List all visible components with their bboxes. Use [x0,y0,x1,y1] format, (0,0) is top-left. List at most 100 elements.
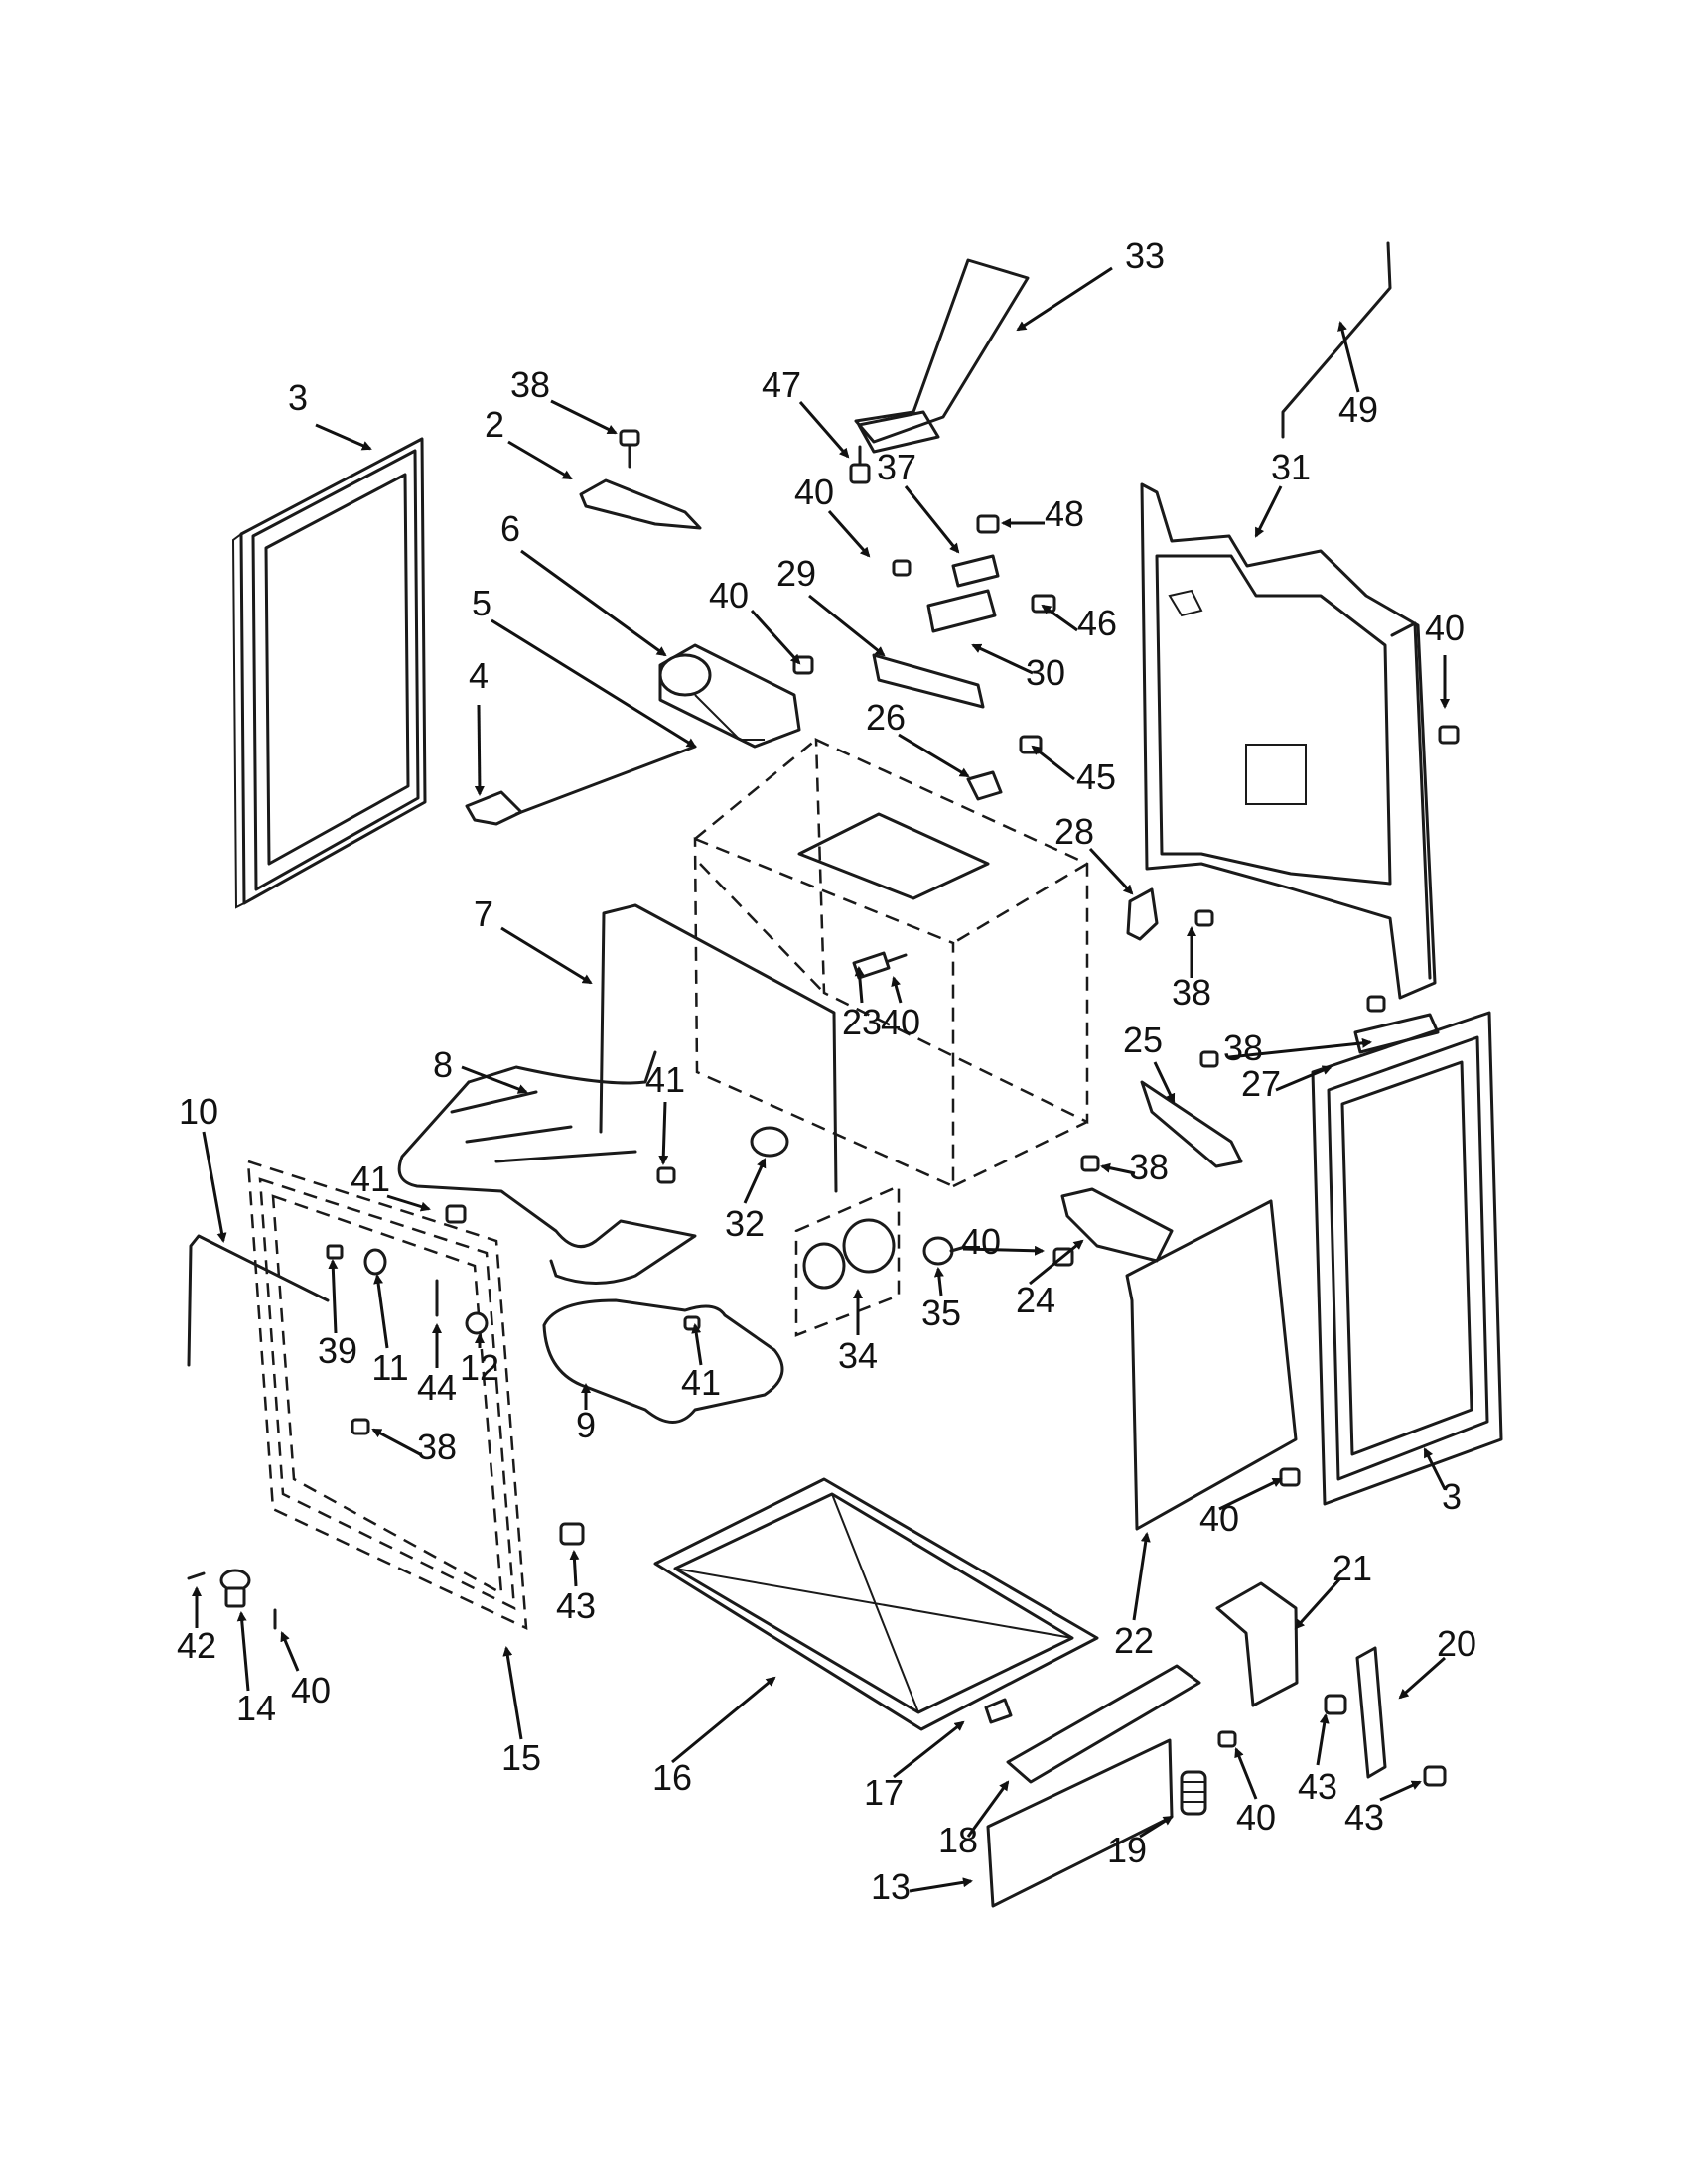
screw-drawing [619,429,640,469]
element-7-drawing [599,903,838,1193]
oven-cavity-drawing [693,738,1089,1188]
leader-arrow [671,1676,776,1764]
callout-label: 18 [938,1820,978,1860]
screw-39-drawing [326,1244,344,1260]
drawer-pan-drawing [653,1477,1099,1731]
bracket-24-drawing [1060,1187,1174,1263]
callout-label: 15 [501,1737,541,1778]
bulb-drawing [922,1236,967,1266]
leader-arrow [1016,266,1113,332]
callout-label: 34 [838,1335,878,1376]
leader-arrow [1254,485,1283,538]
screw-41c-drawing [683,1315,701,1331]
screw-38-upper-right-drawing [1194,909,1214,927]
knob-drawing [750,1126,789,1158]
leader-arrow [1398,1656,1446,1700]
leader-arrow [491,618,697,749]
bracket-drawing [579,478,702,530]
screw-38-27-drawing [1366,995,1386,1013]
leader-arrow [1316,1713,1330,1766]
screw-38-25-drawing [1199,1050,1219,1068]
leader-arrow [461,1065,528,1094]
callout-label: 4 [469,655,489,696]
left-side-panel-drawing [231,437,427,909]
callout-label: 14 [236,1688,276,1728]
leader-arrow [1031,745,1075,781]
callout-label: 10 [179,1091,218,1132]
kickplate-drawing [986,1738,1174,1908]
leader-arrow [854,966,865,1004]
leader-arrow [1088,847,1134,895]
callout-label: 40 [881,1002,920,1042]
callout-label: 3 [288,377,308,418]
bracket-28-drawing [1126,887,1159,941]
callout-label: 9 [576,1405,596,1445]
vent-duct-drawing [854,258,1030,444]
leader-arrow [202,1131,227,1243]
callout-label: 41 [645,1059,685,1100]
leader-arrow [1100,1162,1136,1175]
callout-label: 7 [474,893,493,934]
callout-label: 16 [652,1757,692,1798]
callout-leaders [192,266,1450,1893]
leader-arrow [280,1631,300,1672]
callout-label: 41 [681,1362,721,1403]
callout-label: 33 [1125,235,1165,276]
callout-label: 40 [1425,608,1465,648]
leader-arrow [1041,604,1078,632]
callout-label: 42 [177,1625,216,1666]
leader-arrow [386,1194,431,1212]
callout-label: 29 [776,553,816,594]
callout-label: 48 [1045,493,1084,534]
callout-label: 32 [725,1203,765,1244]
callout-label: 11 [371,1347,408,1388]
leader-arrow [750,609,801,665]
leader-arrow [500,926,593,985]
screw-40-bottom-drawing [1217,1730,1237,1748]
thermostat-drawing [658,643,801,749]
callout-label: 26 [866,697,906,738]
callout-label: 22 [1114,1620,1154,1661]
leader-arrow [966,1780,1010,1838]
callout-label: 6 [500,508,520,549]
nut-12-drawing [465,1311,489,1335]
leader-arrow [569,1550,580,1587]
screw-43-drawing [559,1522,585,1546]
leader-arrow [1029,1239,1084,1286]
rod-drawing [1281,241,1392,439]
callout-label: 44 [417,1367,457,1408]
bracket-25-drawing [1140,1080,1243,1168]
callout-label: 19 [1107,1830,1147,1870]
gasket-drawing [187,1234,330,1367]
callout-label: 38 [417,1427,457,1467]
rail-18-drawing [1006,1664,1201,1784]
callout-label: 40 [709,575,749,615]
terminal-block-drawing [872,514,1056,709]
leader-arrow [1423,1447,1447,1490]
screw-38-door-drawing [351,1418,370,1435]
screw-drawing-47 [849,445,871,484]
door-frame-drawing [246,1160,528,1631]
leader-arrow [962,1245,1045,1256]
leader-arrow [904,485,960,554]
callout-label: 8 [433,1044,453,1085]
callout-label: 40 [1236,1797,1276,1838]
broil-element-drawing [542,1298,784,1424]
leader-arrow [891,976,903,1004]
leader-arrow [328,1259,339,1334]
leader-arrow [1153,1061,1176,1104]
callout-label: 38 [1172,972,1211,1013]
callout-label: 40 [291,1670,331,1710]
callout-label: 40 [961,1221,1001,1262]
callout-label: 43 [1298,1766,1337,1807]
callout-label: 40 [1199,1498,1239,1539]
plug-11-drawing [363,1248,387,1276]
leader-arrow [909,1877,973,1893]
bracket-26-drawing [966,770,1003,801]
spring-19-drawing [1180,1770,1207,1816]
screw-40-backpanel-drawing [1438,725,1460,745]
callout-label: 41 [351,1159,390,1199]
leader-arrow [971,643,1034,675]
callout-label: 2 [485,404,504,445]
